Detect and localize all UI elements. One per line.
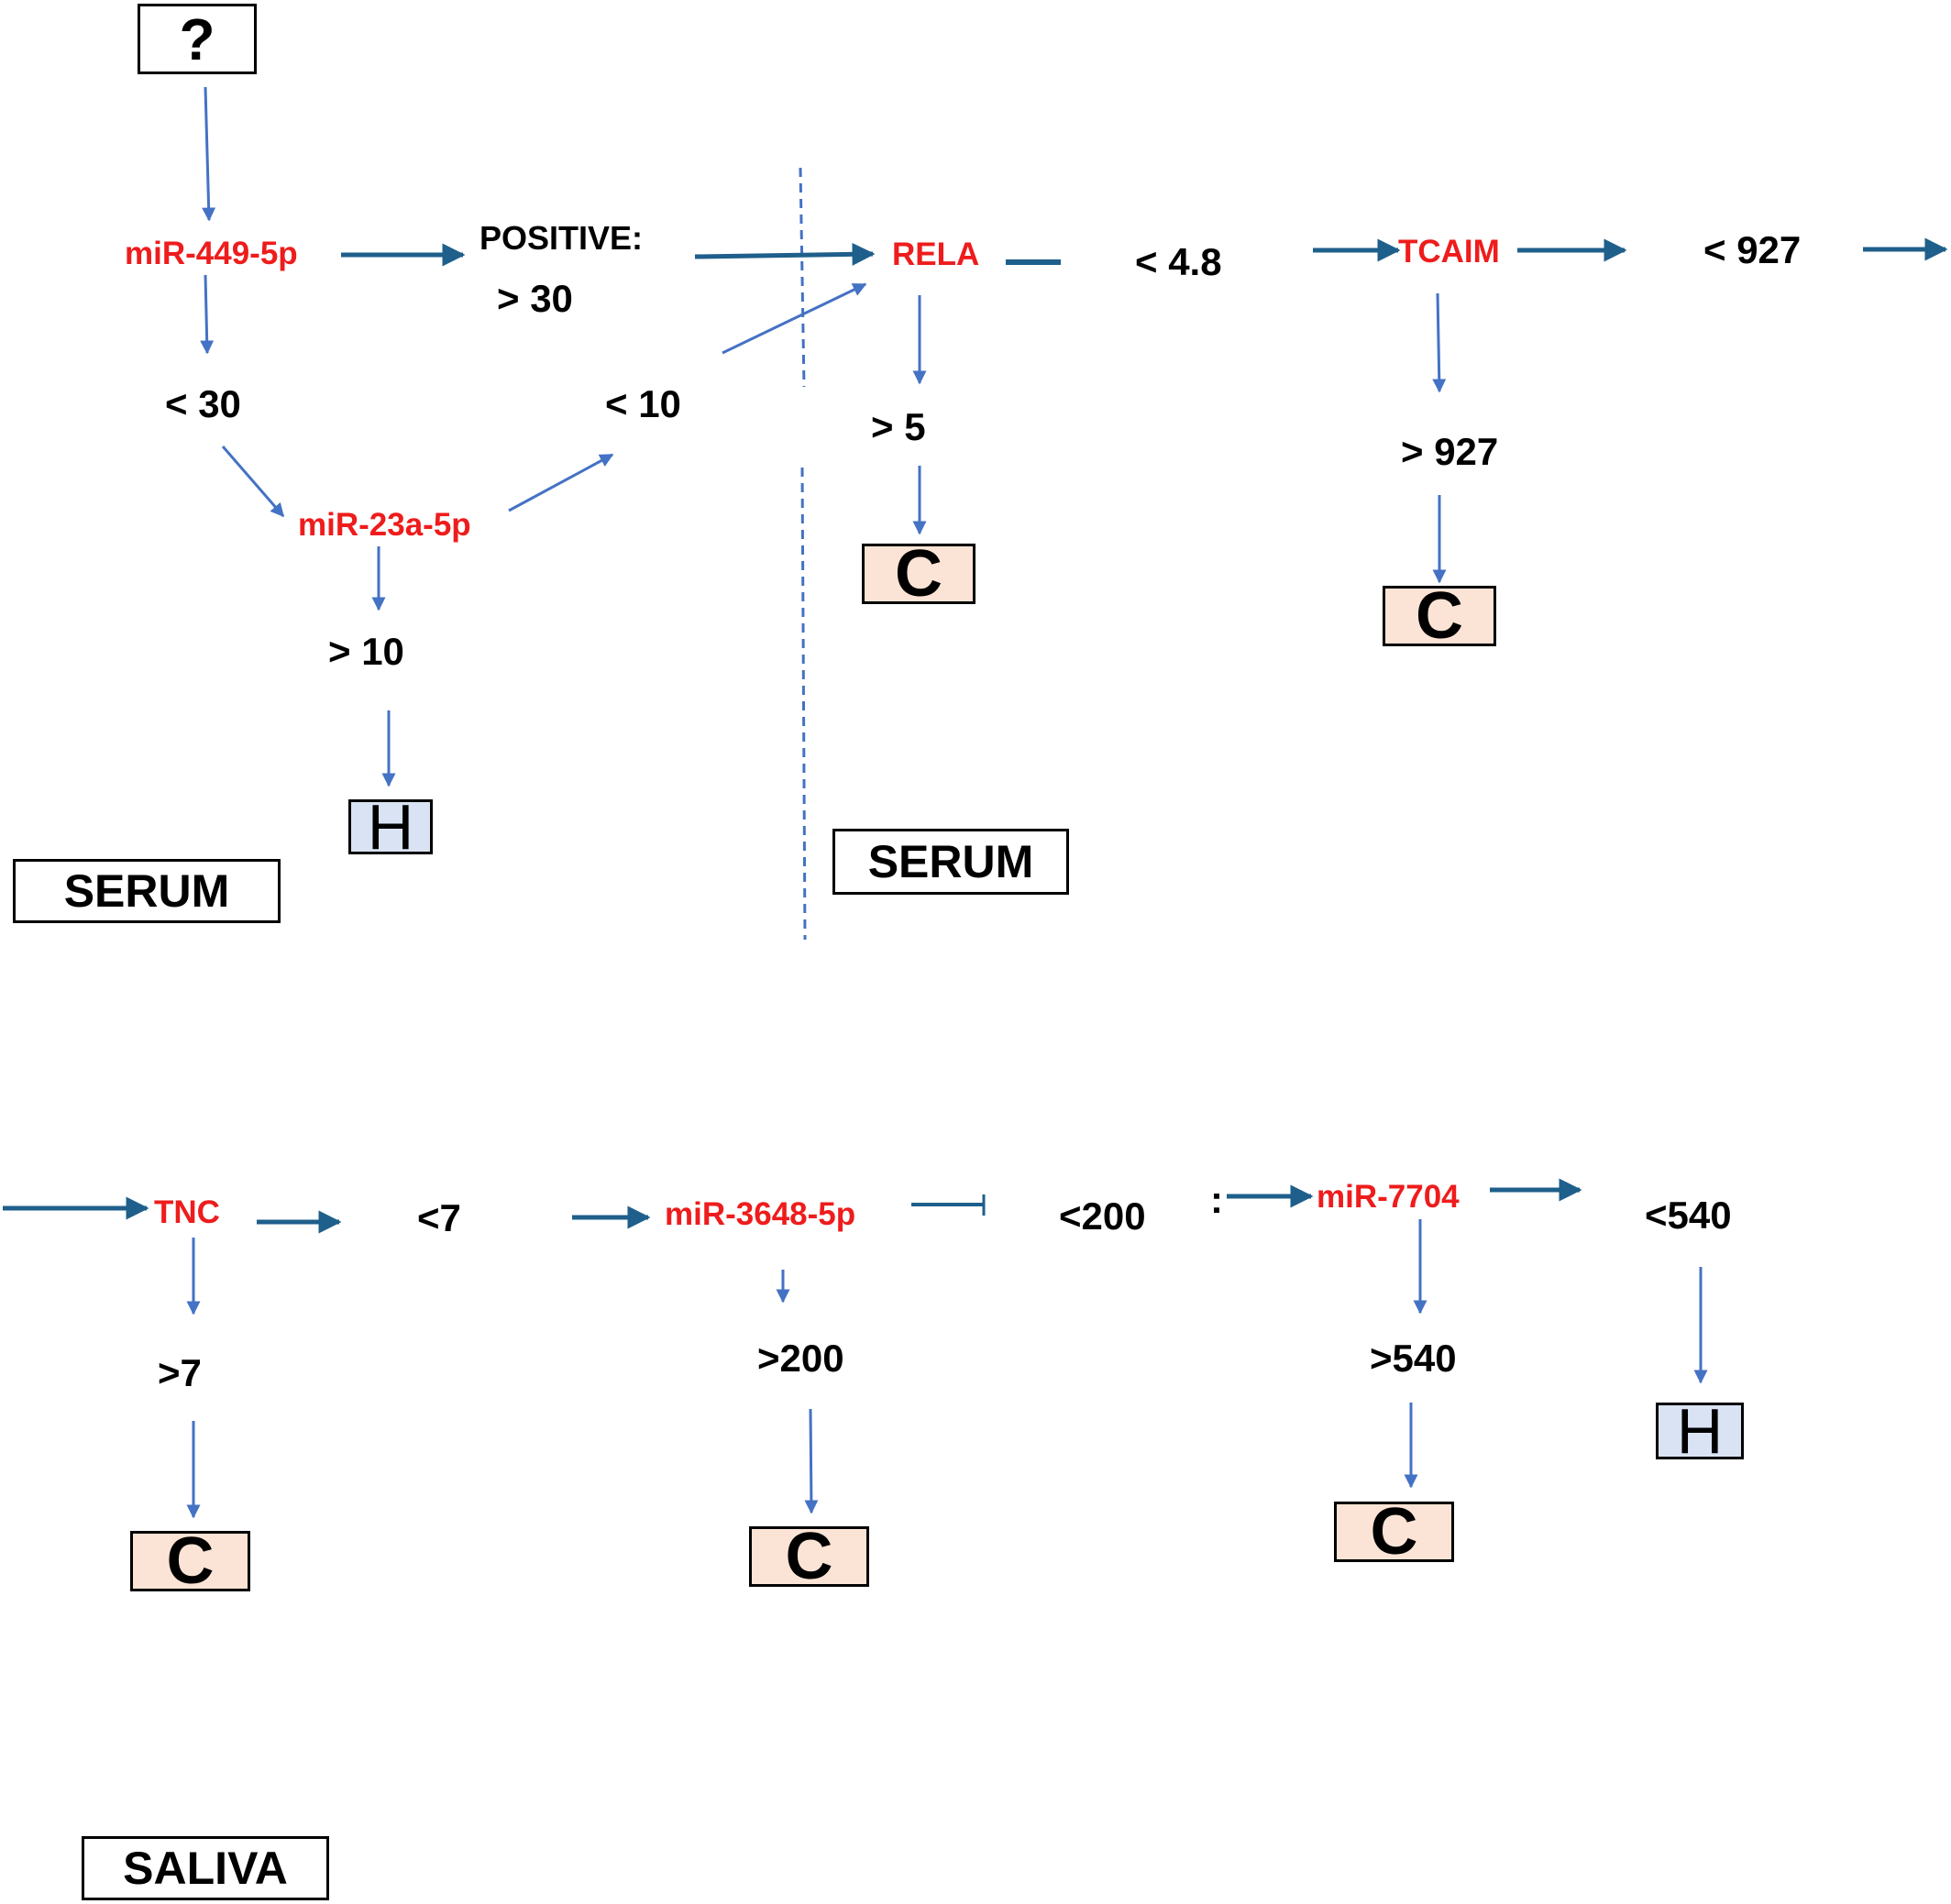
outcome-c-tnc: C	[130, 1528, 250, 1594]
outcome-c-mir3648: C	[749, 1524, 869, 1590]
arrow-mir449-to-lt30	[200, 274, 215, 355]
arrow-mir23a-to-lt10	[508, 453, 614, 512]
threshold-gt-30: > 30	[497, 277, 573, 320]
label-positive: POSITIVE:	[479, 219, 644, 257]
outcome-c-mir7704: C	[1334, 1499, 1454, 1565]
node-mir-23a-5p: miR-23a-5p	[298, 507, 471, 543]
outcome-h-serum: H	[348, 795, 433, 859]
threshold-gt-927: > 927	[1401, 430, 1499, 473]
threshold-lt-10: < 10	[605, 382, 681, 425]
threshold-lt-30: < 30	[165, 382, 241, 425]
node-mir-7704: miR-7704	[1317, 1179, 1460, 1215]
outcome-h-saliva: H	[1656, 1399, 1744, 1463]
arrow-tcaim-to-gt927	[1432, 292, 1447, 393]
arrow-lt10-to-rela	[722, 282, 867, 355]
arrow-lt30-to-mir23a	[221, 446, 285, 518]
node-mir-449-5p: miR-449-5p	[125, 236, 298, 271]
threshold-lt-540: <540	[1645, 1194, 1732, 1237]
node-tcaim: TCAIM	[1398, 234, 1500, 270]
start-node: ?	[138, 4, 257, 74]
arrow-start-to-mir449	[202, 86, 216, 222]
threshold-gt-200: >200	[757, 1337, 844, 1380]
threshold-lt-7: <7	[417, 1196, 461, 1239]
threshold-gt-5: > 5	[871, 405, 926, 448]
section-label-saliva: SALIVA	[82, 1836, 329, 1900]
threshold-lt-4-8: < 4.8	[1135, 240, 1222, 283]
outcome-c-tcaim: C	[1383, 583, 1496, 649]
arrow-positive-to-rela	[694, 242, 876, 266]
threshold-lt-200: <200	[1059, 1194, 1146, 1238]
label-colon: :	[1210, 1178, 1223, 1221]
threshold-gt-10: > 10	[328, 630, 404, 673]
node-mir-3648-5p: miR-3648-5p	[665, 1196, 856, 1232]
dashed-divider-bottom	[800, 467, 807, 941]
dashed-divider-top	[799, 167, 806, 388]
outcome-c-rela: C	[862, 541, 976, 607]
arrow-gt200-to-c	[804, 1408, 819, 1514]
threshold-gt-540: >540	[1370, 1337, 1457, 1380]
section-label-serum-left: SERUM	[13, 859, 281, 923]
threshold-lt-927: < 927	[1703, 228, 1802, 271]
node-tnc: TNC	[154, 1194, 220, 1230]
section-label-serum-right: SERUM	[832, 829, 1069, 895]
node-rela: RELA	[892, 237, 980, 272]
threshold-gt-7: >7	[158, 1351, 202, 1394]
